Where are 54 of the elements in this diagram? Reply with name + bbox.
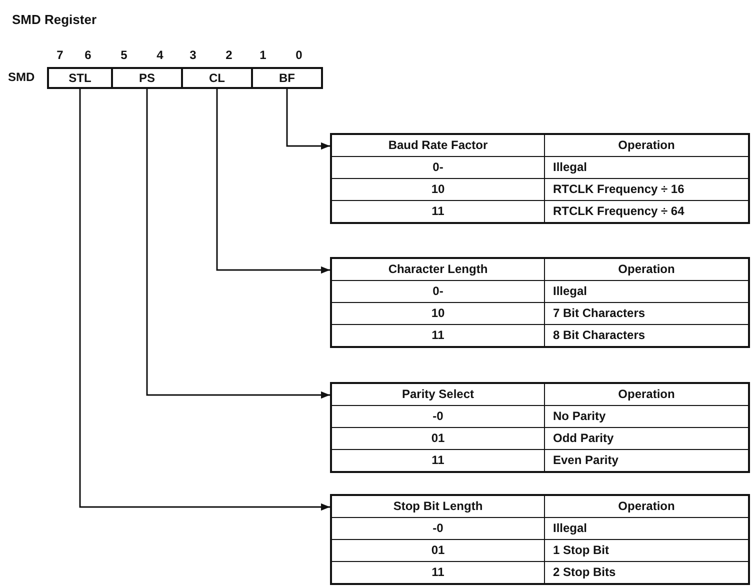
operation-text: Illegal xyxy=(545,157,748,179)
register-field: PS xyxy=(111,67,183,89)
bit-code: 11 xyxy=(332,450,545,471)
operation-text: 7 Bit Characters xyxy=(545,303,748,325)
column-header: Operation xyxy=(545,135,748,157)
settings-table xyxy=(330,494,750,585)
column-header: Operation xyxy=(545,496,748,518)
register-field: CL xyxy=(181,67,253,89)
bit-number: 2 xyxy=(224,48,234,62)
column-header: Operation xyxy=(545,384,748,406)
bit-code: 11 xyxy=(332,325,545,346)
bit-code: 01 xyxy=(332,540,545,562)
settings-table xyxy=(330,133,750,224)
bit-code: 10 xyxy=(332,179,545,201)
bit-code: 11 xyxy=(332,201,545,222)
column-header: Stop Bit Length xyxy=(332,496,545,518)
settings-table xyxy=(330,257,750,348)
column-header: Parity Select xyxy=(332,384,545,406)
bit-number: 4 xyxy=(156,48,164,62)
arrow xyxy=(286,89,330,150)
bit-number: 7 xyxy=(56,48,64,62)
bit-number: 0 xyxy=(294,48,304,62)
register-name: SMD xyxy=(8,70,35,84)
operation-text: Illegal xyxy=(545,518,748,540)
bit-number: 6 xyxy=(84,48,92,62)
arrow xyxy=(216,89,330,274)
bit-code: 0- xyxy=(332,281,545,303)
operation-text: 1 Stop Bit xyxy=(545,540,748,562)
arrow xyxy=(79,89,330,511)
diagram-title: SMD Register xyxy=(12,12,97,27)
register-field: BF xyxy=(251,67,323,89)
operation-text: RTCLK Frequency ÷ 64 xyxy=(552,203,686,220)
arrow xyxy=(146,89,330,399)
operation-text: RTCLK Frequency ÷ 16 xyxy=(545,179,748,201)
bit-number: 5 xyxy=(120,48,128,62)
bit-code: 0- xyxy=(332,157,545,179)
column-header: Character Length xyxy=(332,259,545,281)
bit-code: 11 xyxy=(332,562,545,583)
register-field: STL xyxy=(47,67,113,89)
settings-table xyxy=(330,382,750,473)
bit-code: -0 xyxy=(332,518,545,540)
operation-text: No Parity xyxy=(545,406,748,428)
column-header: Operation xyxy=(545,259,748,281)
operation-text: 2 Stop Bits xyxy=(552,564,617,581)
operation-text: Even Parity xyxy=(552,452,620,469)
operation-text: Odd Parity xyxy=(545,428,748,450)
operation-text: 8 Bit Characters xyxy=(552,327,646,344)
bit-code: 01 xyxy=(332,428,545,450)
bit-number: 3 xyxy=(188,48,198,62)
bit-number: 1 xyxy=(258,48,268,62)
bit-code: 10 xyxy=(332,303,545,325)
bit-code: -0 xyxy=(332,406,545,428)
column-header: Baud Rate Factor xyxy=(332,135,545,157)
operation-text: Illegal xyxy=(545,281,748,303)
